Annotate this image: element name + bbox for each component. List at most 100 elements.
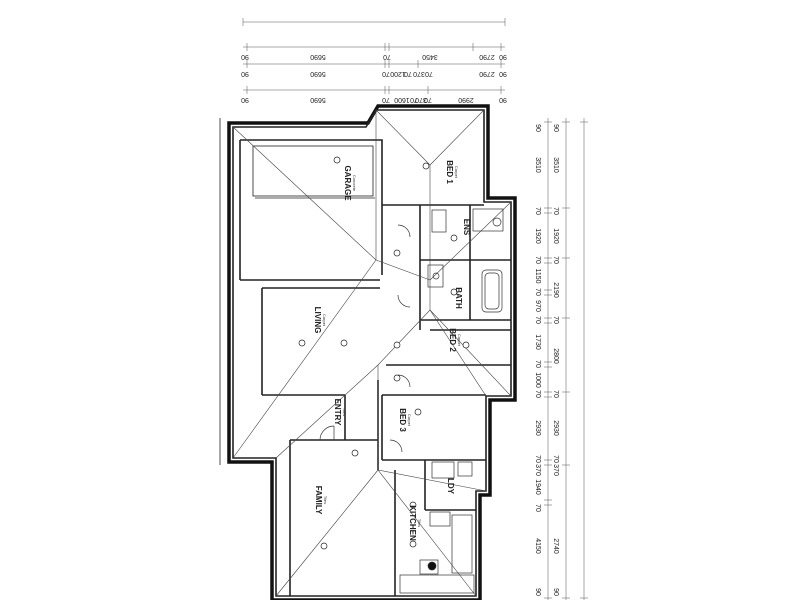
fixtures xyxy=(319,208,504,594)
right-dim-col2-10: 70 xyxy=(552,455,559,463)
right-dim-col2-9: 2930 xyxy=(552,420,559,436)
room-ldy: LDY xyxy=(446,478,455,495)
top-dim-row1-4: 2790 xyxy=(479,53,495,60)
top-dim-row3-3: 1600 xyxy=(394,96,410,103)
cooktop-icon xyxy=(427,561,437,571)
room-family-label: FAMILY xyxy=(314,486,323,515)
room-garage-label: GARAGE xyxy=(343,165,352,201)
room-living-label: LIVING xyxy=(313,307,322,334)
bathtub xyxy=(481,269,503,313)
top-dim-row3-5: 370 xyxy=(415,96,427,103)
top-dim-row1-0: 90 xyxy=(241,53,249,60)
room-kitchen: KITCHEN Tiles xyxy=(408,505,422,541)
top-dim-row1-1: 5690 xyxy=(310,53,326,60)
right-dim-col2-0: 90 xyxy=(552,124,559,132)
top-dim-row3-2: 70 xyxy=(382,96,390,103)
right-dim-col2-5: 2190 xyxy=(552,282,559,298)
right-dim-col1-15: 370 xyxy=(534,464,541,476)
right-dim-col1-19: 90 xyxy=(534,588,541,596)
right-dim-col1-16: 1940 xyxy=(534,479,541,495)
roof-lines xyxy=(232,109,512,597)
top-dim-row3-7: 2990 xyxy=(458,96,474,103)
room-entry-label: ENTRY xyxy=(333,399,342,426)
bed1-door-icon xyxy=(397,224,411,238)
right-dim-col1-5: 1150 xyxy=(534,268,541,283)
room-bed1-label: BED 1 xyxy=(445,160,454,184)
kitchen-bench xyxy=(399,574,475,594)
room-family-finish: Tiles xyxy=(323,496,328,504)
room-bed2-finish: Carpet xyxy=(457,334,462,347)
right-dim-col2-13: 90 xyxy=(552,588,559,596)
top-dim-row1-3: 3450 xyxy=(422,53,438,60)
light-points xyxy=(298,156,470,550)
right-dim-col2-8: 70 xyxy=(552,390,559,398)
right-dim-col1-8: 70 xyxy=(534,316,541,324)
top-dim-row2-8: 2790 xyxy=(479,70,495,77)
right-dim-col1-1: 3510 xyxy=(534,157,541,173)
right-dim-col2-3: 1920 xyxy=(552,228,559,244)
room-entry: ENTRY Tiles xyxy=(333,399,347,426)
top-dim-row1-2: 70 xyxy=(383,53,391,60)
right-dim-col2-2: 70 xyxy=(552,207,559,215)
room-kitchen-finish: Tiles xyxy=(417,519,422,527)
room-bed2: BED 2 Carpet xyxy=(448,328,462,352)
room-bed2-label: BED 2 xyxy=(448,328,457,352)
right-dim-col1-12: 70 xyxy=(534,390,541,398)
top-dim-row2-6: 70 xyxy=(425,70,433,77)
room-garage: GARAGE Concrete xyxy=(343,165,357,201)
right-dim-col1-14: 70 xyxy=(534,455,541,463)
top-dim-row2-5: 370 xyxy=(413,70,425,77)
top-dim-row2-4: 70 xyxy=(404,70,412,77)
top-dim-row3-6: 70 xyxy=(424,96,432,103)
laundry-tub xyxy=(431,461,455,479)
right-dimensions: 90 3510 70 1920 70 1150 70 970 70 1730 7… xyxy=(534,118,588,600)
room-ens: ENS xyxy=(462,219,471,236)
room-bed3-label: BED 3 xyxy=(398,408,407,432)
top-dim-row2-3: 1200 xyxy=(390,70,406,77)
right-dim-col1-11: 1000 xyxy=(534,372,541,388)
top-dimensions: 90 5690 70 3450 2790 90 90 5690 70 1200 … xyxy=(241,18,507,103)
top-dim-row3-1: 5690 xyxy=(310,96,326,103)
bath-door-icon xyxy=(397,294,411,308)
top-dim-row1-5: 90 xyxy=(499,53,507,60)
right-dim-col1-6: 70 xyxy=(534,288,541,296)
top-dim-row3-0: 90 xyxy=(241,96,249,103)
right-dim-col1-4: 70 xyxy=(534,256,541,264)
room-bed1: BED 1 Carpet xyxy=(445,160,459,184)
top-dim-row2-2: 70 xyxy=(382,70,390,77)
bath-vanity xyxy=(427,264,444,288)
room-bed1-finish: Carpet xyxy=(454,166,459,179)
room-living: LIVING Carpet xyxy=(313,307,327,334)
ensuite-shower xyxy=(472,208,504,232)
room-labels: GARAGE Concrete BED 1 Carpet ENS BATH LI… xyxy=(313,160,471,541)
top-dim-row2-0: 90 xyxy=(241,70,249,77)
interior-walls xyxy=(239,139,511,596)
bed2-door-icon xyxy=(397,374,411,388)
room-ens-label: ENS xyxy=(462,219,471,236)
room-bed3-finish: Carpet xyxy=(407,414,412,427)
right-dim-col1-17: 70 xyxy=(534,504,541,512)
right-dim-col1-7: 970 xyxy=(534,300,541,312)
bed3-door-icon xyxy=(389,439,403,453)
room-living-finish: Carpet xyxy=(322,314,327,327)
room-garage-finish: Concrete xyxy=(352,175,357,192)
right-dim-col2-12: 2740 xyxy=(552,538,559,554)
top-dim-row2-9: 90 xyxy=(499,70,507,77)
right-dim-col1-13: 2930 xyxy=(534,420,541,436)
room-family: FAMILY Tiles xyxy=(314,486,328,515)
right-dim-col2-4: 70 xyxy=(552,256,559,264)
top-dim-row2-1: 5690 xyxy=(310,70,326,77)
room-ldy-label: LDY xyxy=(446,478,455,495)
top-dim-row3-8: 90 xyxy=(499,96,507,103)
right-dim-col2-1: 3510 xyxy=(552,157,559,173)
right-dim-col1-10: 70 xyxy=(534,360,541,368)
room-bath: BATH xyxy=(454,287,463,309)
right-dim-col2-11: 370 xyxy=(552,464,559,476)
room-bath-label: BATH xyxy=(454,287,463,309)
right-dim-col1-18: 4150 xyxy=(534,538,541,554)
ensuite-toilet xyxy=(492,217,502,227)
right-dim-col1-2: 70 xyxy=(534,207,541,215)
room-bed3: BED 3 Carpet xyxy=(398,408,412,432)
right-dim-col1-0: 90 xyxy=(534,124,541,132)
